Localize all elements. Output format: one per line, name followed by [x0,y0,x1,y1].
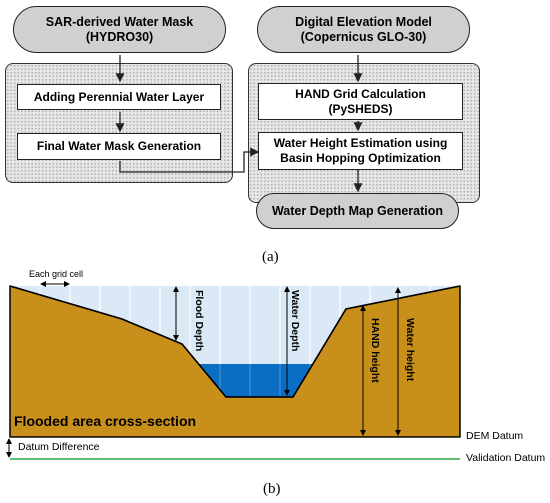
water-depth-label: Water Depth [289,290,301,352]
water-height-label: Water height [404,318,416,382]
hand-grid-step: HAND Grid Calculation (PySHEDS) [258,83,463,120]
terrain-surface [9,285,461,398]
panel-b-label: (b) [263,481,281,497]
hand-grid-line1: HAND Grid Calculation [295,86,426,101]
hand-grid-line2: (PySHEDS) [328,101,393,116]
panel-a-label: (a) [262,249,279,265]
hand-height-label: HAND height [369,318,381,383]
sar-water-mask-node: SAR-derived Water Mask (HYDRO30) [13,6,226,53]
perennial-water-label: Adding Perennial Water Layer [33,89,205,104]
perennial-water-step: Adding Perennial Water Layer [17,84,221,110]
flood-depth-label: Flood Depth [193,290,205,352]
cross-section-title: Flooded area cross-section [14,413,197,429]
validation-datum-label: Validation Datum [466,452,546,464]
datum-difference-label: Datum Difference [18,441,100,453]
final-mask-label: Final Water Mask Generation [36,139,202,153]
arrow-merge [119,147,260,173]
water-height-step: Water Height Estimation using Basin Hopp… [258,132,463,170]
dem-line2: (Copernicus GLO-30) [300,29,427,44]
sar-water-mask-line1: SAR-derived Water Mask [45,14,194,29]
dem-datum-label: DEM Datum [466,430,524,442]
sar-water-mask-line2: (HYDRO30) [85,29,154,44]
water-height-line2: Basin Hopping Optimization [280,151,441,165]
dry-area [10,286,460,397]
final-mask-step: Final Water Mask Generation [17,133,221,160]
water-grid-lines [219,364,311,397]
grid-cell-label: Each grid cell [29,269,84,279]
left-process-panel [5,63,233,183]
dem-node: Digital Elevation Model (Copernicus GLO-… [257,6,470,53]
water-height-line1: Water Height Estimation using [273,136,448,150]
output-label: Water Depth Map Generation [271,203,444,218]
dem-line1: Digital Elevation Model [295,14,432,29]
water-depth-output-node: Water Depth Map Generation [256,193,459,229]
